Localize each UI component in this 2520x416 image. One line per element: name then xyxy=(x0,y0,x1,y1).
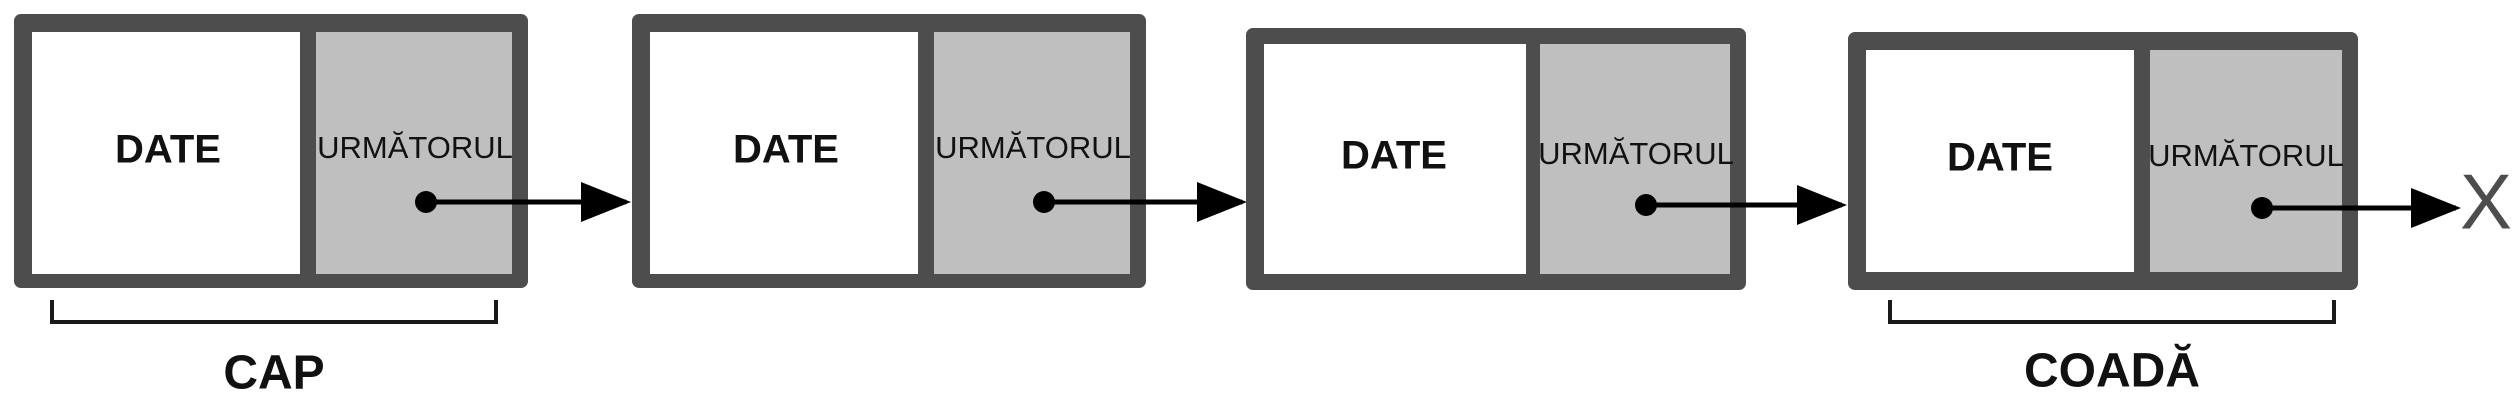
node-1-data-label: DATE xyxy=(115,128,221,172)
tail-label: COADĂ xyxy=(2024,344,2200,398)
node-4-next-cell xyxy=(2150,50,2342,272)
node-4: DATE URMĂTORUL xyxy=(1848,32,2358,290)
node-3-next-cell xyxy=(1540,44,1730,274)
null-marker: X xyxy=(2460,158,2512,246)
node-1: DATE URMĂTORUL xyxy=(14,14,528,288)
node-3: DATE URMĂTORUL xyxy=(1246,28,1746,290)
node-2-data-label: DATE xyxy=(733,128,839,172)
node-2-next-cell xyxy=(934,32,1130,274)
node-4-next-label: URMĂTORUL xyxy=(2148,138,2344,173)
head-label: CAP xyxy=(223,347,324,400)
head-bracket xyxy=(50,300,498,324)
node-4-data-cell xyxy=(1866,50,2134,272)
node-4-data-label: DATE xyxy=(1947,136,2053,180)
node-1-next-label: URMĂTORUL xyxy=(317,130,513,165)
node-3-data-cell xyxy=(1264,44,1526,274)
node-3-data-label: DATE xyxy=(1341,134,1447,178)
node-2: DATE URMĂTORUL xyxy=(632,14,1146,288)
node-1-next-cell xyxy=(316,32,512,274)
tail-bracket xyxy=(1888,300,2336,324)
node-2-data-cell xyxy=(650,32,918,274)
node-3-next-label: URMĂTORUL xyxy=(1538,136,1734,171)
node-1-data-cell xyxy=(32,32,300,274)
node-2-next-label: URMĂTORUL xyxy=(935,130,1131,165)
